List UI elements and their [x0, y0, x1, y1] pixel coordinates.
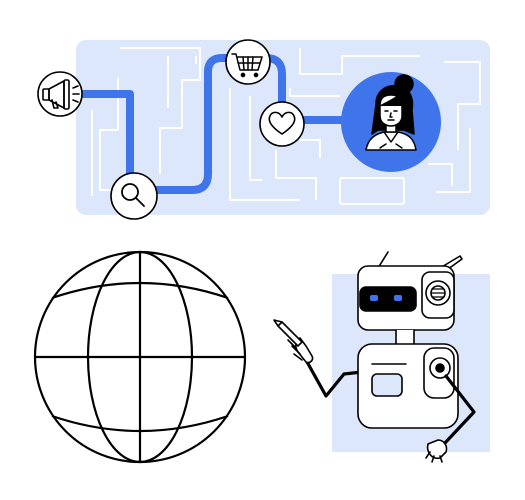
stage-customer [341, 72, 441, 172]
stage-megaphone [37, 71, 83, 117]
robot [273, 251, 490, 463]
shopping-cart-icon [231, 53, 263, 78]
robot-icon [273, 251, 476, 463]
robot-left-eye [370, 295, 378, 301]
maze-lines [91, 47, 481, 205]
journey-map [37, 39, 490, 220]
pen-icon [273, 319, 303, 347]
robot-right-eye [394, 295, 402, 301]
megaphone-icon [42, 79, 80, 110]
customer-avatar-icon [365, 74, 417, 151]
stage-favorite [259, 101, 305, 147]
stage-search [110, 172, 158, 220]
robot-chest-panel [371, 373, 403, 397]
stage-cart [225, 39, 271, 85]
search-icon [121, 183, 145, 207]
heart-icon [268, 111, 296, 135]
globe-icon [33, 250, 247, 464]
robot-right-arm [442, 374, 476, 446]
robot-visor [359, 286, 417, 312]
robot-right-hand [425, 439, 448, 463]
robot-left-arm [304, 358, 364, 398]
